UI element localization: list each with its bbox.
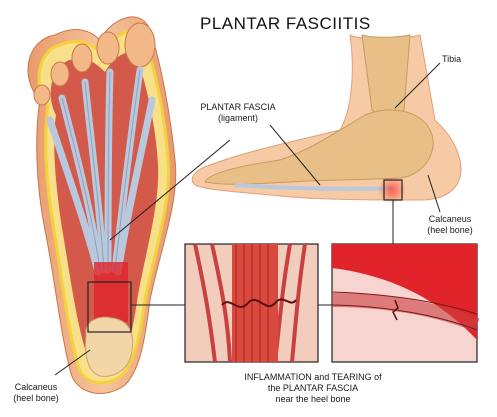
connector-lines [54, 62, 441, 376]
label-calcaneus-right: Calcaneus (heel bone) [420, 214, 480, 236]
zoom-panel-left [184, 243, 319, 363]
page-title: PLANTAR FASCIITIS [200, 14, 371, 33]
caption-line3: near the heel bone [275, 394, 351, 404]
caption-line1: INFLAMMATION and TEARING of [244, 372, 382, 382]
toes [33, 22, 156, 106]
label-calcaneus-left-line2: (heel bone) [13, 393, 59, 403]
label-plantar-fascia-line1: PLANTAR FASCIA [200, 102, 276, 112]
label-plantar-fascia-line2: (ligament) [217, 113, 258, 123]
zoom-panel-right [331, 243, 480, 363]
foot-side-view [191, 34, 462, 204]
label-tibia: Tibia [442, 54, 462, 64]
label-calcaneus-right-line2: (heel bone) [427, 225, 473, 235]
label-calcaneus-right-line1: Calcaneus [428, 214, 472, 224]
caption-line2: the PLANTAR FASCIA [267, 383, 359, 393]
label-plantar-fascia: PLANTAR FASCIA (ligament) [198, 102, 278, 124]
foot-sole [27, 16, 177, 394]
label-calcaneus-left: Calcaneus (heel bone) [6, 382, 66, 404]
caption: INFLAMMATION and TEARING of the PLANTAR … [228, 372, 398, 405]
label-calcaneus-left-line1: Calcaneus [14, 382, 58, 392]
